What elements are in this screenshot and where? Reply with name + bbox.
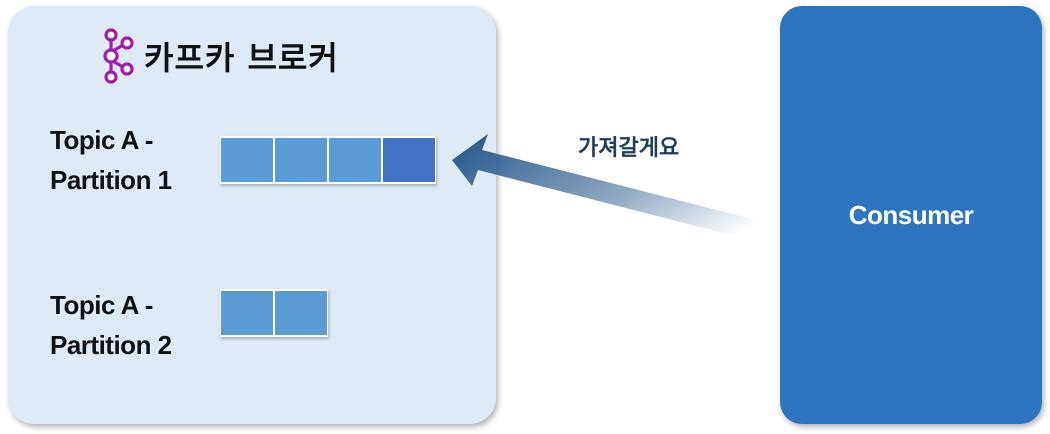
fetch-arrow (452, 134, 764, 242)
broker-title: 카프카 브로커 (144, 39, 339, 77)
partition-1-queue (220, 136, 436, 184)
partition-1-message (329, 138, 383, 182)
partition-1-label-line1: Topic A - (50, 125, 153, 155)
partition-1-label: Topic A - Partition 1 (50, 120, 172, 200)
partition-1-label-line2: Partition 1 (50, 165, 172, 195)
broker-header: 카프카 브로커 (100, 26, 339, 86)
kafka-icon (103, 28, 134, 84)
partition-2-message (275, 291, 327, 335)
partition-2-queue (220, 289, 328, 337)
partition-1-message (221, 138, 275, 182)
consumer-box: Consumer (780, 6, 1042, 424)
partition-2-label: Topic A - Partition 2 (50, 285, 172, 365)
partition-2-message (221, 291, 275, 335)
kafka-broker-box: 카프카 브로커 (8, 6, 496, 424)
fetch-arrow-label: 가져갈게요 (578, 136, 680, 161)
fetch-arrow-shape (452, 134, 764, 242)
partition-1-message (275, 138, 329, 182)
consumer-label: Consumer (848, 199, 974, 230)
partition-2-label-line2: Partition 2 (50, 330, 172, 360)
partition-2-label-line1: Topic A - (50, 290, 153, 320)
partition-1-message-next (383, 138, 435, 182)
